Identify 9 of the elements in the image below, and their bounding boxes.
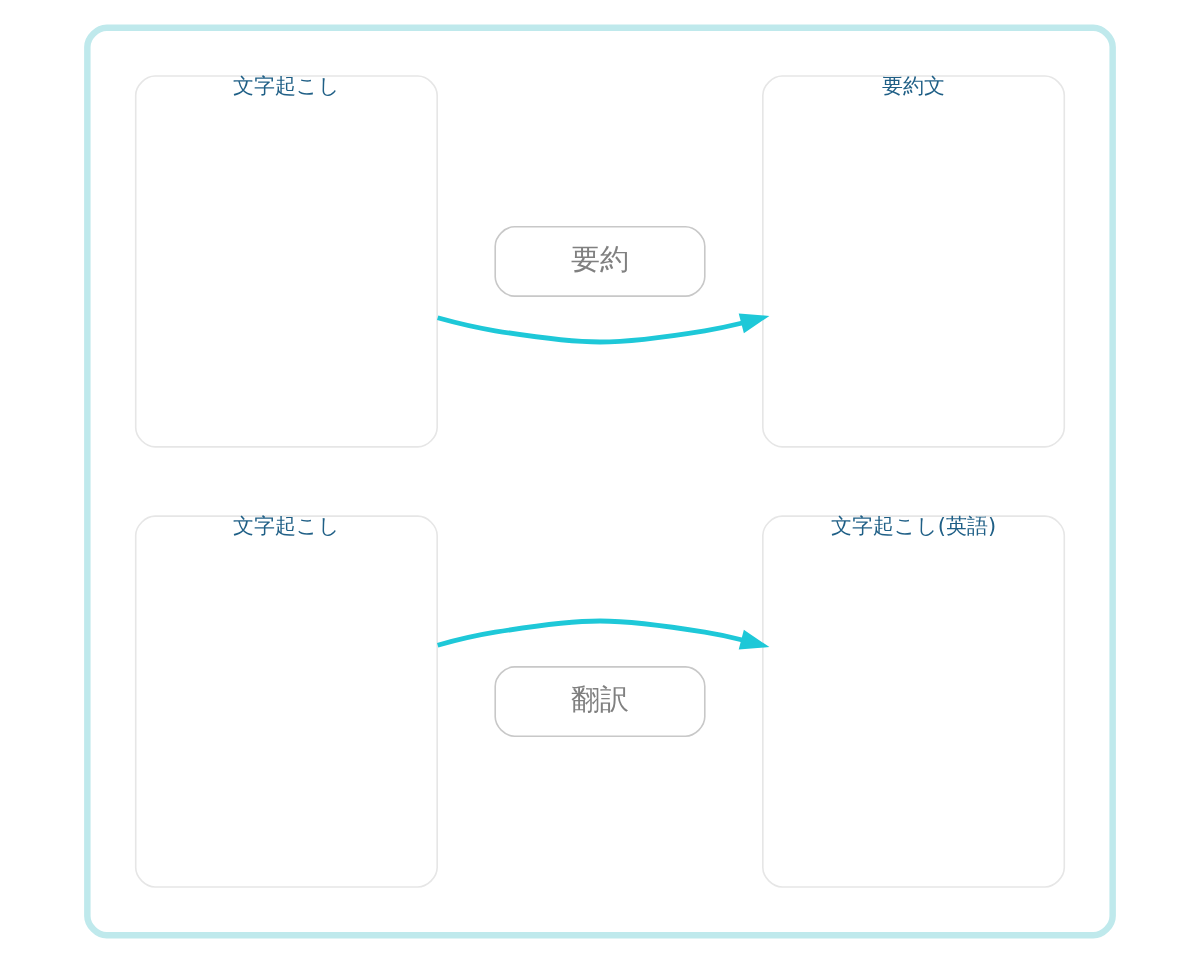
node-box: 要約 [494, 225, 706, 297]
node-box: 文字起こし [134, 515, 438, 888]
arrow [437, 313, 770, 345]
node-box: 文字起こし [134, 75, 438, 448]
node-box: 文字起こし(英語) [762, 515, 1066, 888]
cluster [84, 24, 1116, 939]
arrow [437, 618, 770, 650]
node-box: 翻訳 [494, 666, 706, 738]
node-box: 要約文 [762, 75, 1066, 448]
